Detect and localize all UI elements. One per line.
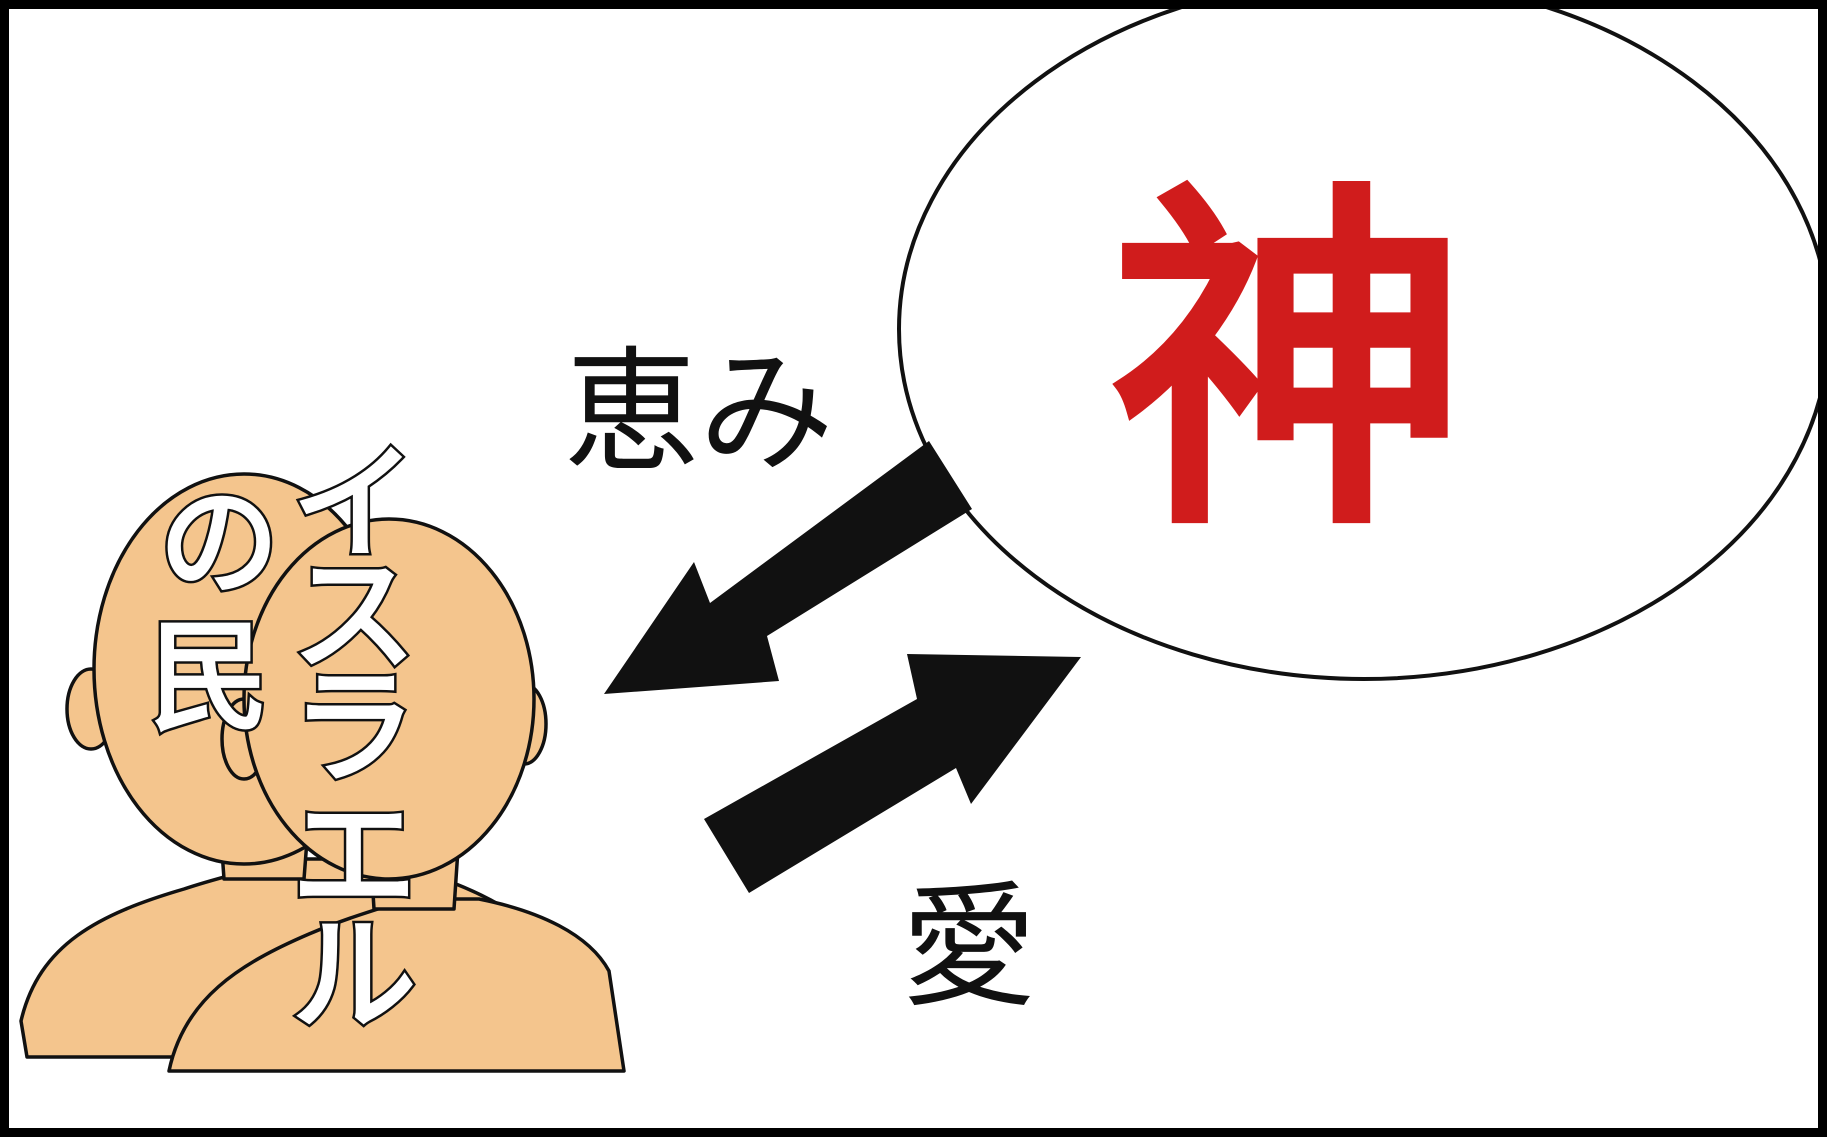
people-group-icon xyxy=(19,472,626,1073)
people-label-israel-char: エ xyxy=(292,784,417,929)
god-label: 神 xyxy=(1109,155,1469,574)
people-label-min: 民 xyxy=(149,609,269,748)
front-person-head xyxy=(242,517,536,881)
love-label: 愛 xyxy=(902,869,1037,1026)
people-label-israel-char: ス xyxy=(292,544,417,689)
diagram-canvas: 神 恵み 愛 の 民 イスラエル xyxy=(9,9,1818,1128)
people-label-israel-char: ラ xyxy=(292,656,417,801)
people-label-israel-char: ル xyxy=(292,904,417,1049)
grace-arrow-icon xyxy=(604,441,972,694)
love-arrow-icon xyxy=(704,654,1081,893)
grace-label: 恵み xyxy=(564,334,834,491)
god-circle xyxy=(897,9,1818,681)
people-label-israel-char: イ xyxy=(292,432,417,577)
people-label-no: の xyxy=(159,474,279,613)
front-person-body xyxy=(167,897,626,1073)
